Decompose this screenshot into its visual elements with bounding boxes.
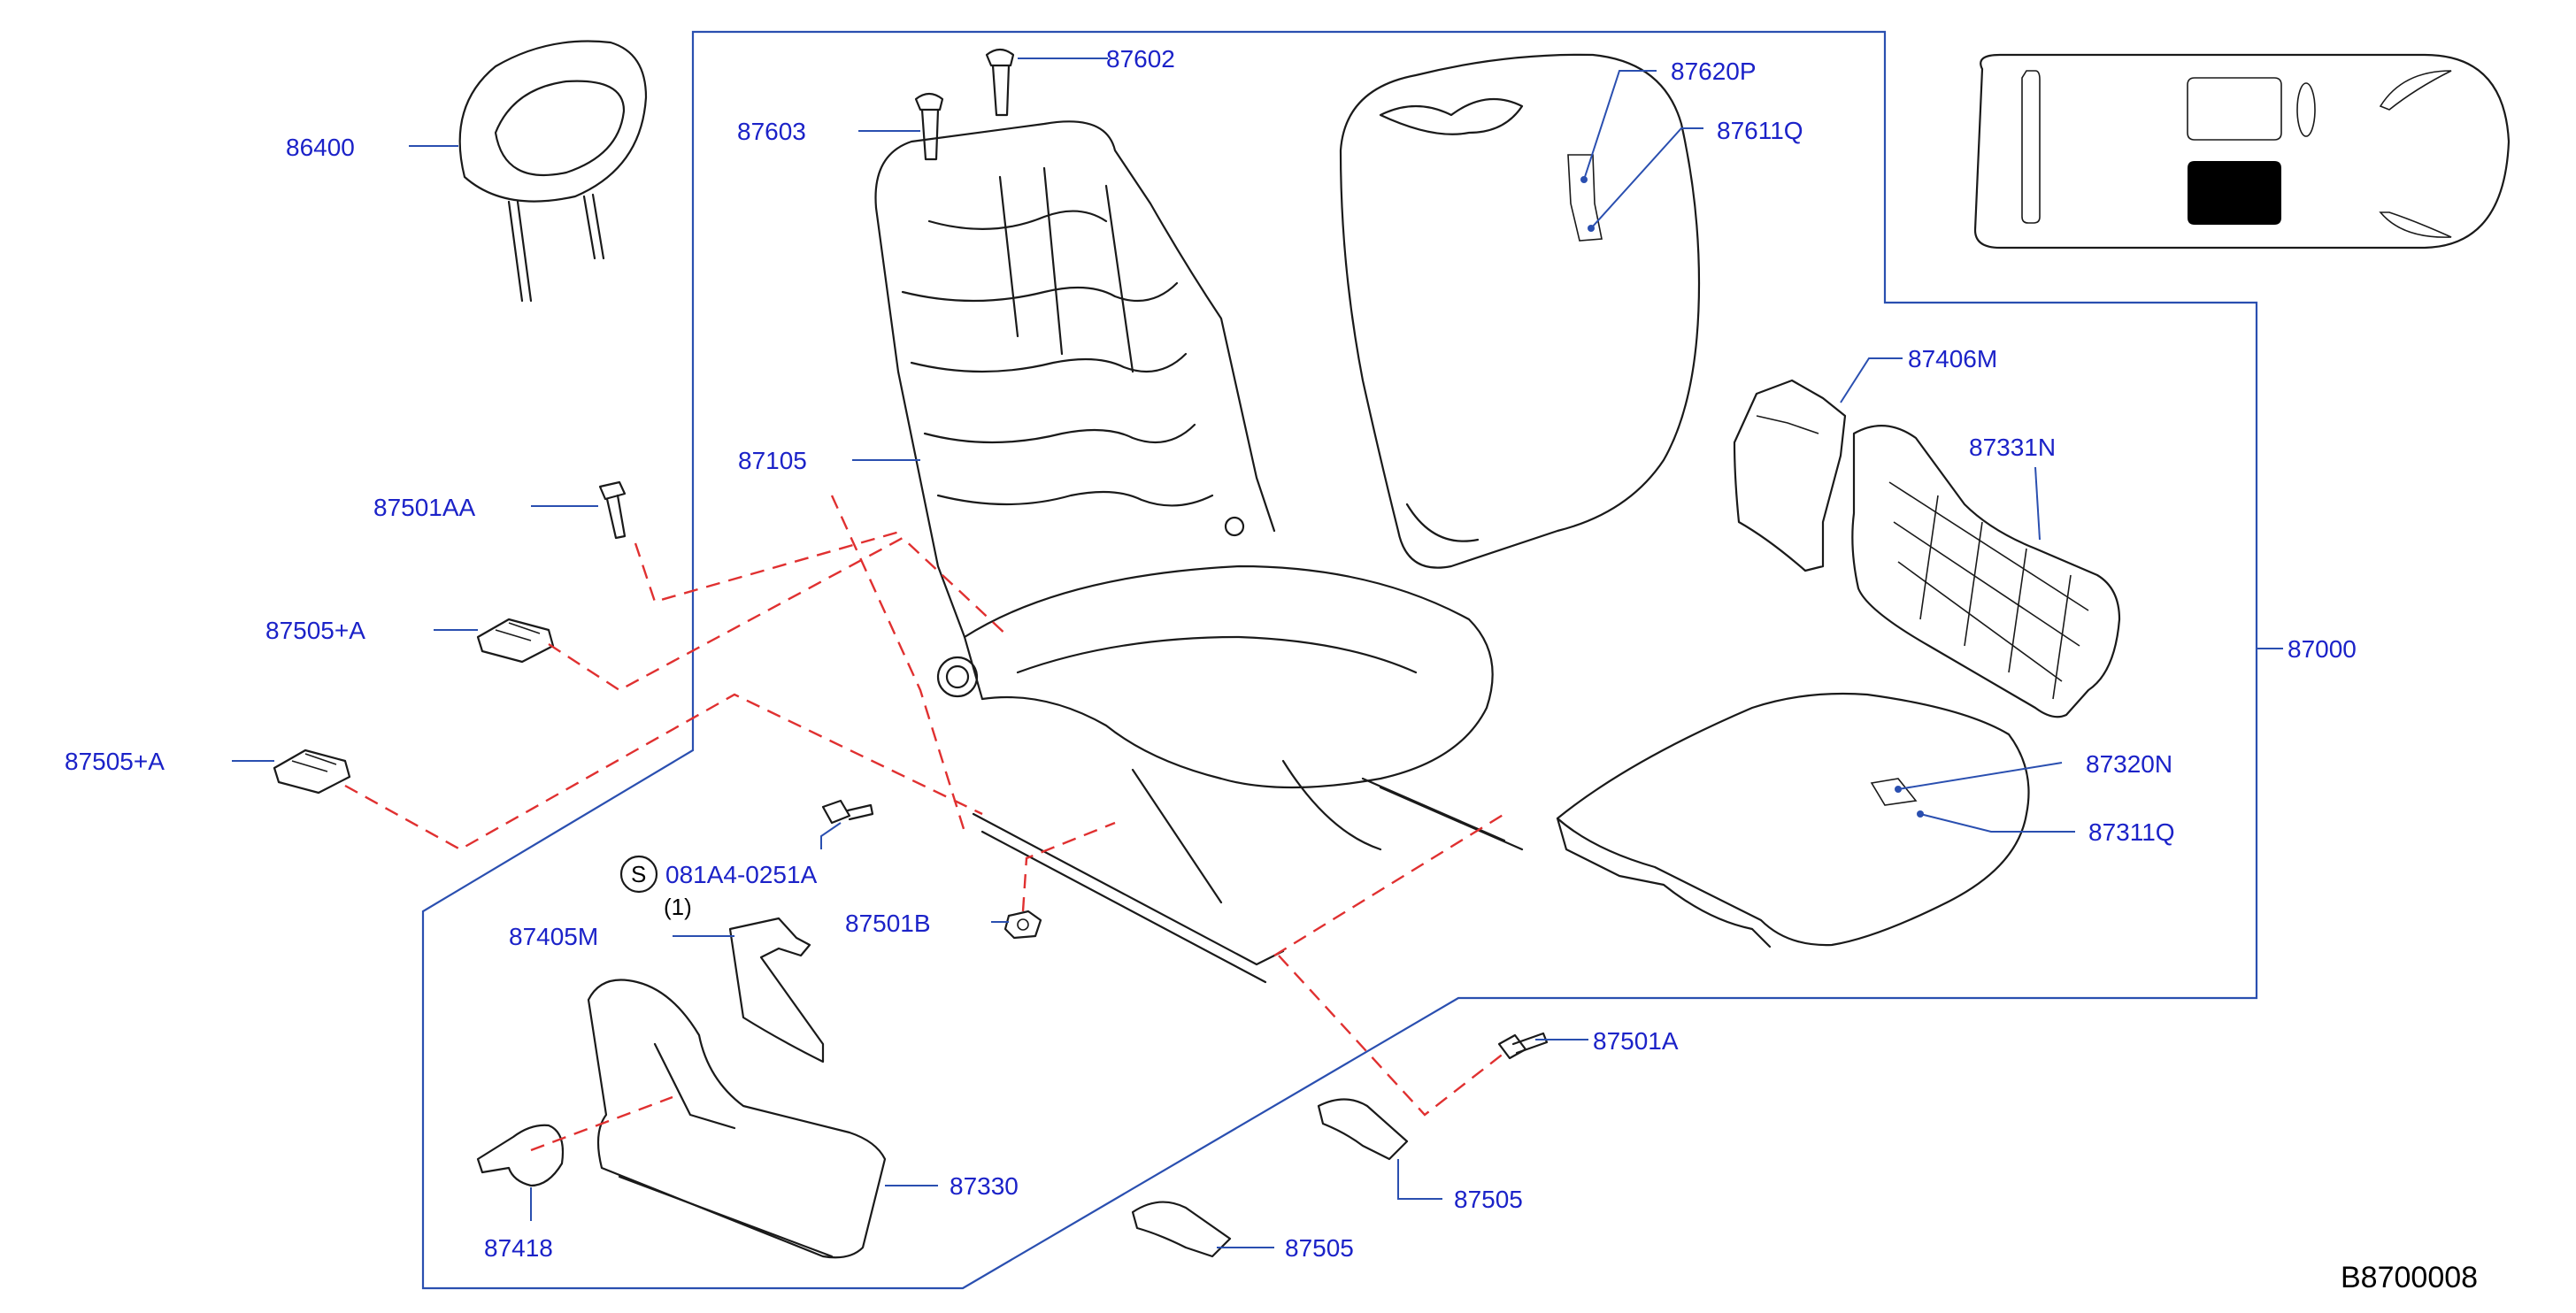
label-87620P: 87620P (1671, 58, 1757, 85)
clip-icon (1317, 1098, 1409, 1161)
label-87406M: 87406M (1908, 345, 1997, 372)
symbol-s: S (631, 861, 646, 887)
car-location-icon (1973, 53, 2511, 250)
bolt-icon (821, 799, 874, 825)
bolt-icon (598, 480, 627, 540)
clip-icon (273, 749, 351, 795)
nut-icon (1003, 910, 1042, 940)
label-quantity: (1) (664, 894, 692, 920)
diagram-code: B8700008 (2341, 1261, 2478, 1294)
label-87418: 87418 (484, 1234, 553, 1262)
finisher-clip-icon (728, 917, 825, 1063)
finisher-icon (1733, 379, 1847, 572)
label-86400: 86400 (286, 134, 355, 161)
pin-icon (914, 92, 944, 161)
leader-lines (232, 58, 2283, 1248)
label-87505A-1: 87505+A (265, 617, 365, 644)
label-87505-2: 87505 (1285, 1234, 1354, 1262)
reference-lines (344, 495, 1505, 1152)
headrest-icon (458, 40, 648, 303)
label-87320N: 87320N (2086, 750, 2172, 778)
label-87331N: 87331N (1969, 434, 2056, 461)
label-87505-1: 87505 (1454, 1186, 1523, 1213)
cushion-pad-icon (1556, 692, 2030, 948)
label-87311Q: 87311Q (2088, 818, 2175, 846)
label-87603: 87603 (737, 118, 806, 145)
clip-icon (1131, 1201, 1232, 1258)
assembly-boundary (421, 30, 2258, 1290)
label-87611Q: 87611Q (1717, 117, 1803, 144)
seatback-pad-icon (1339, 53, 1701, 569)
label-081A4-0251A: 081A4-0251A (665, 861, 818, 888)
pin-icon (985, 48, 1015, 117)
side-finisher-icon (587, 979, 887, 1259)
label-87105: 87105 (738, 447, 807, 474)
seat-frame-icon (874, 120, 1524, 984)
label-87602: 87602 (1106, 45, 1175, 73)
label-87000: 87000 (2288, 635, 2357, 663)
label-87505A-2: 87505+A (65, 748, 165, 775)
label-87501A: 87501A (1593, 1027, 1679, 1055)
label-87501AA: 87501AA (373, 494, 476, 521)
label-87501B: 87501B (845, 910, 931, 937)
back-board-icon (1851, 425, 2121, 718)
label-87405M: 87405M (509, 923, 598, 950)
bolt-icon (1497, 1032, 1549, 1060)
symbol-circle (619, 855, 658, 894)
clip-icon (476, 618, 555, 664)
knob-icon (476, 1124, 565, 1187)
label-87330: 87330 (950, 1172, 1019, 1200)
